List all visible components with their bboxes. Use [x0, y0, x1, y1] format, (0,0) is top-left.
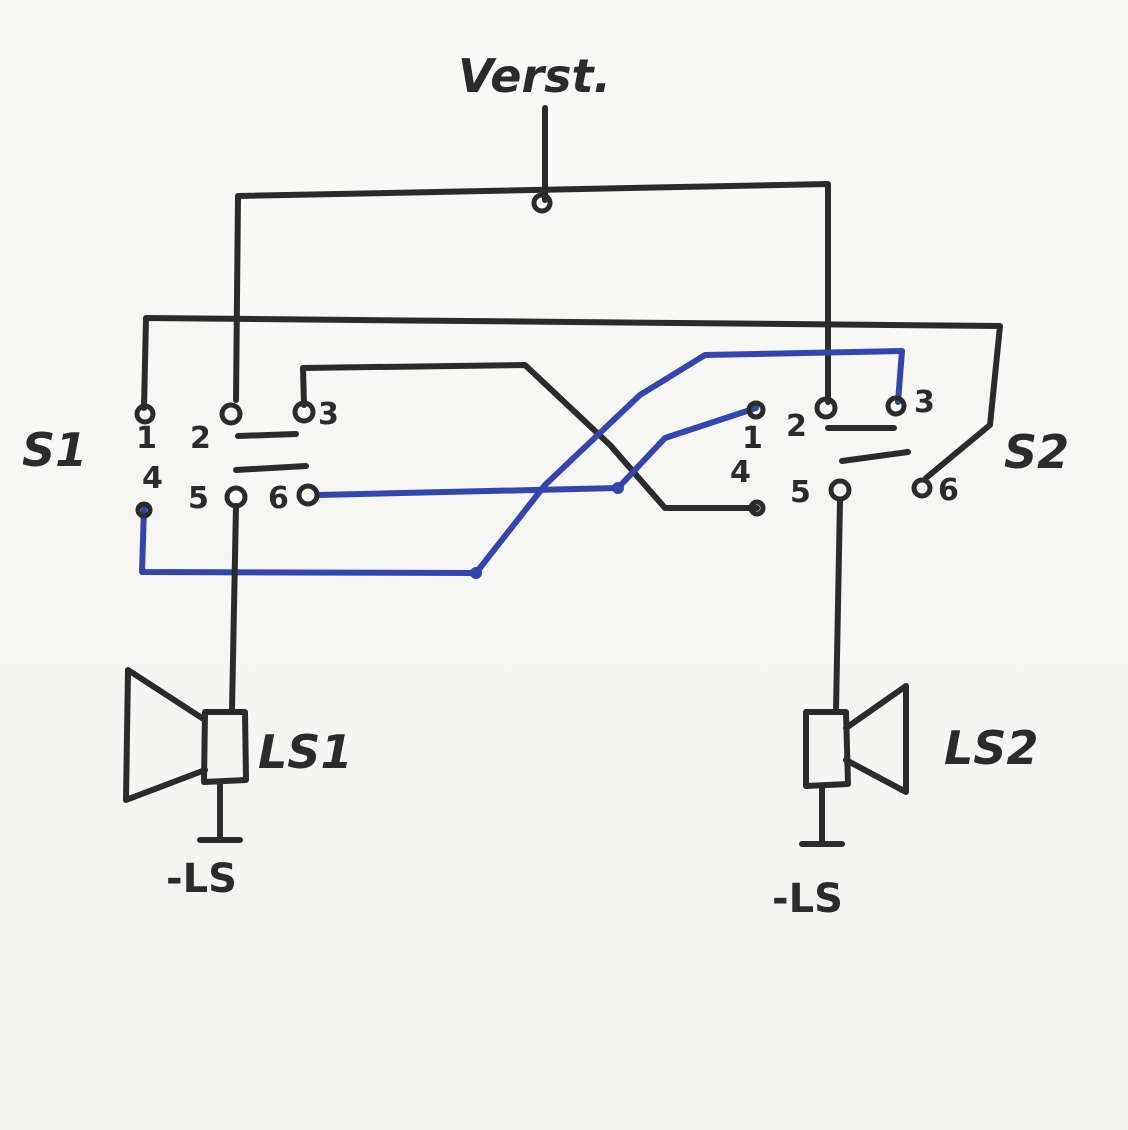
s1-terminal-2-label: 2 — [190, 421, 211, 456]
s1-terminal-3[interactable] — [292, 400, 316, 424]
s1-label: S1 — [22, 423, 87, 477]
s1-terminal-6[interactable] — [296, 483, 320, 507]
ls2-ground-wire — [799, 785, 845, 847]
s1-terminal-3-label: 3 — [318, 397, 339, 432]
s1-terminal-4-label: 4 — [142, 461, 163, 496]
s2-link-5-6 — [839, 449, 911, 464]
blue-junction-2 — [612, 482, 624, 494]
s1-terminal-1-label: 1 — [136, 421, 157, 456]
s1-link-5-6 — [233, 463, 309, 473]
s2-terminal-5-label: 5 — [790, 475, 811, 510]
ls1-ground-wire — [197, 779, 243, 843]
ls1-ground-label: -LS — [166, 856, 237, 902]
s2-terminal-2[interactable] — [814, 396, 838, 420]
s2-terminal-1-label: 1 — [742, 421, 763, 456]
s2-terminal-1[interactable] — [746, 400, 766, 420]
s1-terminal-5-label: 5 — [188, 481, 209, 516]
blue-junction-1 — [470, 567, 482, 579]
s1-terminal-6-label: 6 — [268, 481, 289, 516]
ls1-feed-wire — [229, 503, 239, 713]
s2-terminal-4[interactable] — [748, 499, 766, 517]
cross-wire-s1-3-to-s2-4 — [300, 362, 760, 511]
amp-label: Verst. — [458, 49, 611, 103]
s1-terminal-1[interactable] — [134, 403, 156, 425]
amp-bus-wire — [233, 181, 831, 405]
ls2-speaker-icon — [803, 683, 909, 795]
amp-junction — [531, 192, 553, 214]
ls1-speaker-icon — [123, 667, 249, 803]
ls2-label: LS2 — [944, 721, 1038, 775]
s2-terminal-6-label: 6 — [938, 473, 959, 508]
s1-terminal-2[interactable] — [219, 402, 243, 426]
outer-bus-wire — [141, 315, 1003, 481]
s2-terminal-5[interactable] — [828, 478, 852, 502]
ls1-label: LS1 — [258, 725, 352, 779]
ls2-feed-wire — [833, 497, 843, 713]
s2-label: S2 — [1004, 425, 1069, 479]
s2-terminal-4-label: 4 — [730, 455, 751, 490]
s2-terminal-3[interactable] — [885, 395, 907, 417]
ls2-ground-label: -LS — [772, 876, 843, 922]
s2-terminal-6[interactable] — [911, 477, 933, 499]
blue-wire-s1-6-to-s2-1 — [315, 405, 759, 498]
s2-terminal-2-label: 2 — [786, 409, 807, 444]
s2-terminal-3-label: 3 — [914, 385, 935, 420]
blue-wire-s1-4-to-s2-3 — [139, 348, 905, 576]
s1-terminal-4[interactable] — [135, 501, 153, 519]
s1-link-2-3 — [235, 431, 299, 439]
